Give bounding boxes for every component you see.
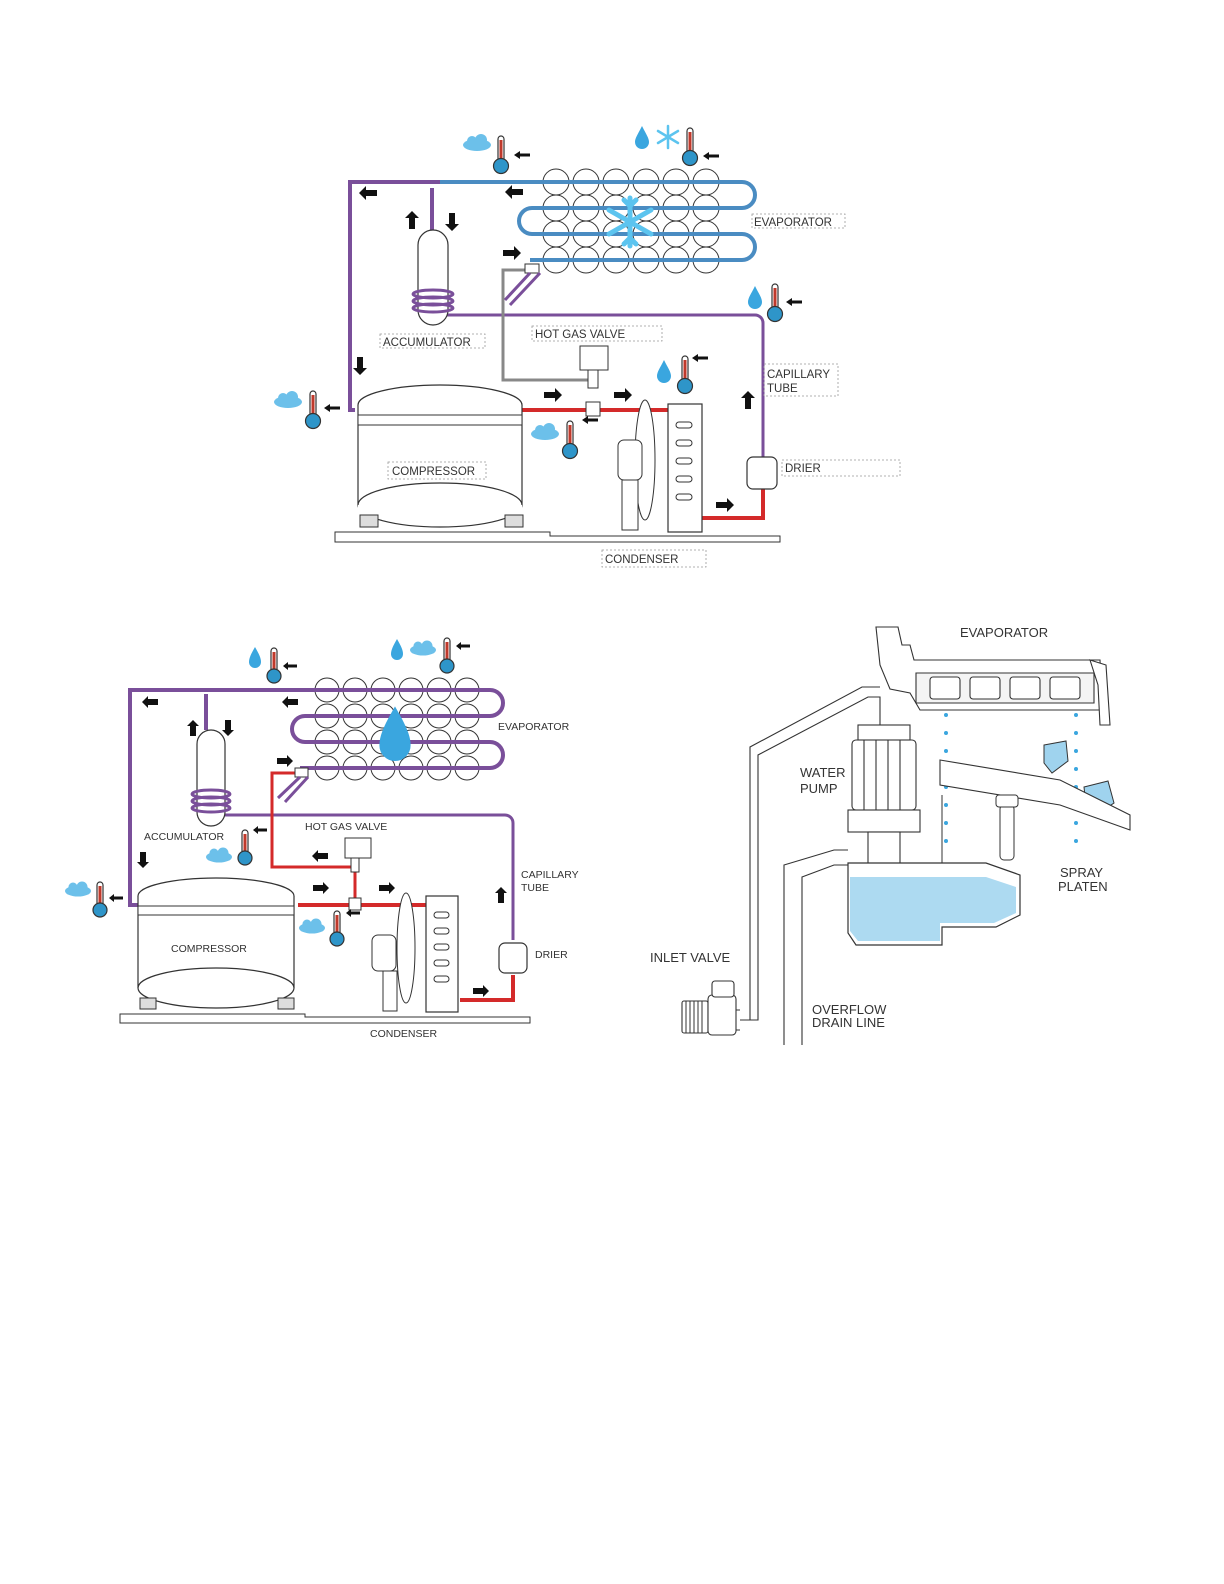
accumulator bbox=[192, 730, 230, 826]
cloud-icon bbox=[65, 882, 91, 897]
cloud-icon bbox=[206, 848, 232, 863]
label-hot-gas-valve: HOT GAS VALVE bbox=[305, 821, 387, 833]
refrigeration-diagram-harvest: EVAPORATOR ACCUMULATOR HOT GAS VALVE CAP… bbox=[50, 630, 610, 1050]
water-system-diagram: EVAPORATOR WATER PUMP SPRAY PLATEN INLET… bbox=[640, 615, 1150, 1055]
thermometer-icon bbox=[306, 391, 341, 429]
water-drop-icon bbox=[249, 647, 261, 668]
water-drop-icon bbox=[748, 286, 762, 309]
condenser-fan bbox=[618, 400, 655, 530]
label-water-pump: WATER PUMP bbox=[800, 765, 849, 796]
label-inlet-valve: INLET VALVE bbox=[650, 950, 731, 965]
thermometer-icon bbox=[563, 416, 599, 459]
thermometer-icon bbox=[238, 826, 267, 865]
evaporator-housing bbox=[876, 627, 1110, 725]
liquid-line bbox=[460, 975, 513, 1000]
hot-gas-valve bbox=[345, 838, 371, 910]
tee-fitting bbox=[295, 768, 308, 777]
water-drop-icon bbox=[635, 126, 649, 149]
label-drier: DRIER bbox=[535, 949, 568, 961]
inlet-valve bbox=[682, 981, 736, 1035]
water-drop-icon bbox=[391, 639, 403, 660]
label-drier: DRIER bbox=[785, 463, 821, 475]
thermometer-icon bbox=[93, 882, 123, 917]
label-evaporator: EVAPORATOR bbox=[754, 217, 832, 229]
label-capillary-tube: CAPILLARY TUBE bbox=[767, 369, 833, 395]
label-spray-platen: SPRAY PLATEN bbox=[1058, 865, 1108, 894]
label-capillary-tube: CAPILLARY TUBE bbox=[521, 869, 581, 894]
tee-fitting bbox=[525, 264, 539, 273]
thermometer-icon bbox=[330, 909, 360, 946]
refrigeration-diagram-freeze: EVAPORATOR ACCUMULATOR HOT GAS VALVE CAP… bbox=[260, 110, 920, 580]
drier bbox=[499, 943, 527, 973]
compressor bbox=[358, 385, 523, 527]
label-accumulator: ACCUMULATOR bbox=[144, 831, 225, 843]
cloud-icon bbox=[531, 423, 559, 440]
thermometer-icon bbox=[768, 284, 803, 322]
label-accumulator: ACCUMULATOR bbox=[383, 337, 471, 349]
label-compressor: COMPRESSOR bbox=[171, 943, 247, 955]
label-hot-gas-valve: HOT GAS VALVE bbox=[535, 329, 625, 341]
thermometer-icon bbox=[267, 648, 297, 683]
thermometer-icon bbox=[678, 354, 709, 394]
cloud-icon bbox=[410, 641, 436, 656]
label-overflow-drain-line: OVERFLOW DRAIN LINE bbox=[812, 1002, 890, 1030]
label-condenser: CONDENSER bbox=[370, 1028, 438, 1040]
cloud-icon bbox=[463, 134, 491, 151]
label-evaporator: EVAPORATOR bbox=[498, 721, 570, 733]
accumulator bbox=[413, 230, 453, 325]
base-plate bbox=[335, 532, 780, 542]
water-level bbox=[850, 877, 1016, 941]
label-condenser: CONDENSER bbox=[605, 554, 678, 566]
label-evaporator: EVAPORATOR bbox=[960, 625, 1048, 640]
thermometer-icon bbox=[494, 136, 531, 174]
cloud-icon bbox=[299, 919, 325, 934]
distribution-tube bbox=[996, 795, 1018, 860]
water-drop-icon bbox=[657, 360, 671, 383]
base-plate bbox=[120, 1014, 530, 1023]
condenser bbox=[668, 404, 702, 532]
condenser bbox=[426, 896, 458, 1012]
cloud-icon bbox=[274, 391, 302, 408]
snowflake-icon bbox=[658, 126, 678, 148]
drier bbox=[747, 457, 777, 489]
thermometer-icon bbox=[683, 128, 720, 166]
condenser-fan bbox=[372, 893, 415, 1011]
thermometer-icon bbox=[440, 638, 470, 673]
label-compressor: COMPRESSOR bbox=[392, 466, 475, 478]
